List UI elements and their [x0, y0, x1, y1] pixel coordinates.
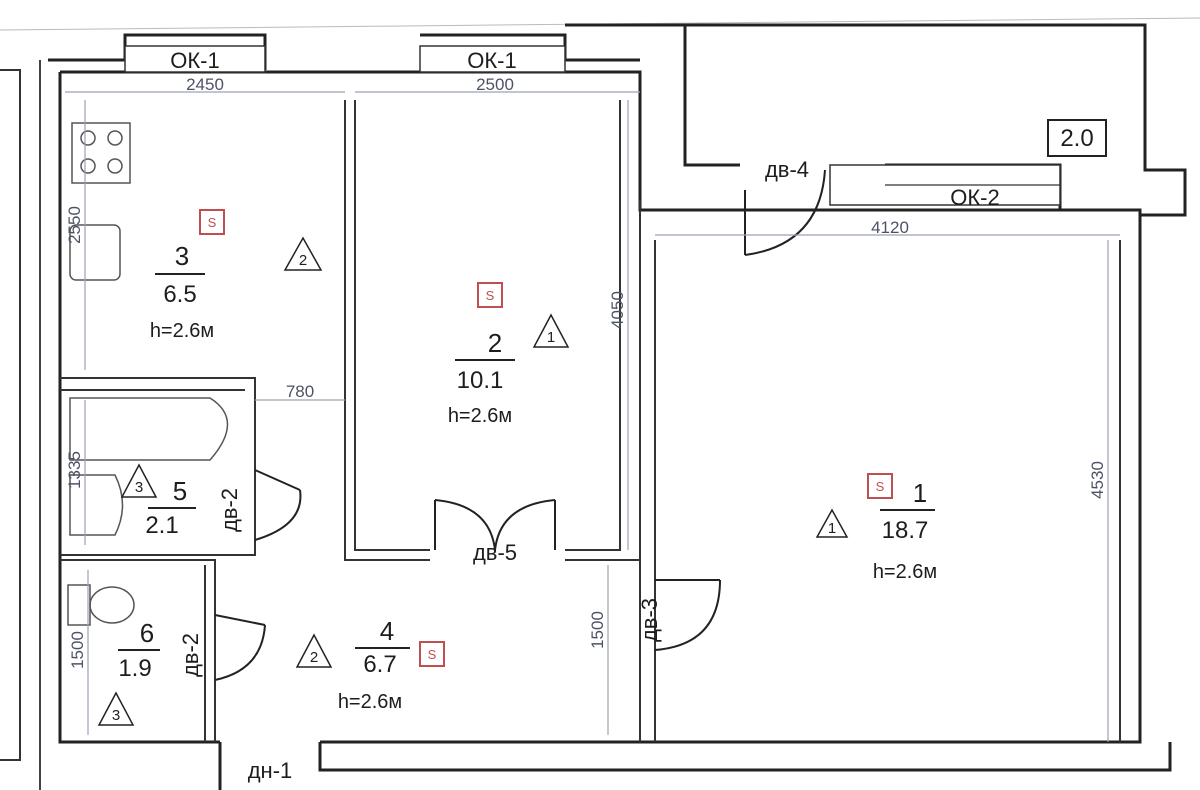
window-label: ОК-2: [950, 185, 1000, 210]
s-badge-icon: S: [477, 282, 503, 308]
window-label: ОК-1: [170, 48, 220, 73]
room-area: 6.5: [163, 281, 196, 308]
kitchen-sink-icon: [69, 224, 121, 281]
door-dv-3: [654, 579, 721, 651]
dim-label: 1500: [588, 611, 607, 649]
room-1: S 1 18.7 h=2.6м 1: [815, 473, 937, 583]
kitchen-stove-icon: [71, 122, 131, 184]
zone-triangle-icon: 1: [532, 313, 570, 348]
badge-letter: S: [876, 479, 885, 494]
s-badge-icon: S: [867, 473, 893, 499]
room-area: 1.9: [118, 655, 151, 682]
room-2: S 2 10.1 h=2.6м 1: [448, 282, 570, 427]
zone-mark: 2: [310, 649, 318, 666]
zone-mark: 3: [112, 707, 120, 724]
room-height: h=2.6м: [338, 691, 402, 713]
room-area: 10.1: [457, 367, 504, 394]
toilet-icon: [67, 584, 135, 626]
dim-label: 1335: [65, 451, 84, 489]
zone-mark: 1: [828, 520, 836, 537]
room-height: h=2.6м: [448, 405, 512, 427]
window-ok-1-left: [124, 45, 266, 73]
interior-walls: [60, 100, 640, 742]
room-area: 18.7: [882, 517, 929, 544]
door-label: дв-5: [473, 540, 517, 565]
bathtub-icon: [69, 397, 229, 461]
room-height: h=2.6м: [873, 561, 937, 583]
outer-walls: [48, 23, 1187, 790]
zone-mark: 2: [299, 252, 307, 269]
room-4: 4 6.7 S h=2.6м 2: [295, 616, 445, 713]
door-label: дв-3: [637, 598, 662, 642]
balcony: 2.0: [1047, 119, 1107, 157]
room-number: 6: [140, 618, 154, 648]
washbasin-icon: [69, 474, 124, 536]
room-number: 3: [175, 241, 189, 271]
window-label: дн-1: [248, 758, 293, 783]
badge-letter: S: [208, 215, 217, 230]
zone-triangle-icon: 3: [97, 691, 135, 726]
room-number: 2: [488, 328, 502, 358]
dim-label: 2450: [186, 75, 224, 94]
room-6: 6 1.9 3: [97, 618, 160, 726]
zone-mark: 3: [135, 479, 143, 496]
dim-label: 780: [286, 382, 314, 401]
window-ok-1-right: [419, 45, 566, 73]
door-dv-4: [744, 169, 826, 256]
dim-label: 2550: [65, 206, 84, 244]
room-3: S 3 6.5 h=2.6м 2: [150, 209, 323, 342]
room-area: 6.7: [363, 651, 396, 678]
door-dv-5: [434, 499, 556, 551]
badge-letter: S: [428, 647, 437, 662]
dim-label: 2500: [476, 75, 514, 94]
dim-label: 1500: [68, 631, 87, 669]
zone-triangle-icon: 2: [295, 633, 333, 668]
dim-label: 4050: [608, 291, 627, 329]
room-number: 5: [173, 476, 187, 506]
zone-triangle-icon: 1: [815, 508, 849, 538]
dim-label: 4120: [871, 218, 909, 237]
balcony-area: 2.0: [1060, 125, 1093, 152]
dimension-lines: 2450 2500 4120 4050 4530 780 1500 2550 1…: [65, 75, 1120, 742]
door-label: дв-2: [217, 488, 242, 532]
door-label: дв-2: [178, 633, 203, 677]
door-dv-2-bath: [254, 469, 302, 541]
zone-triangle-icon: 2: [283, 236, 323, 271]
windows: ОК-1 ОК-1 ОК-2 дн-1: [124, 45, 1061, 783]
room-5: 5 2.1 3: [120, 463, 196, 539]
s-badge-icon: S: [419, 641, 445, 667]
door-dv-2-wc: [214, 614, 266, 681]
room-number: 1: [913, 478, 927, 508]
door-label: дв-4: [765, 157, 809, 182]
room-number: 4: [380, 616, 394, 646]
zone-triangle-icon: 3: [120, 463, 158, 498]
doors: дв-4 дв-2 дв-2 дв-5 дв-3: [178, 157, 826, 681]
zone-mark: 1: [547, 329, 555, 346]
room-area: 2.1: [145, 512, 178, 539]
room-height: h=2.6м: [150, 320, 214, 342]
s-badge-icon: S: [199, 209, 225, 235]
badge-letter: S: [486, 288, 495, 303]
dim-label: 4530: [1088, 461, 1107, 499]
window-label: ОК-1: [467, 48, 517, 73]
